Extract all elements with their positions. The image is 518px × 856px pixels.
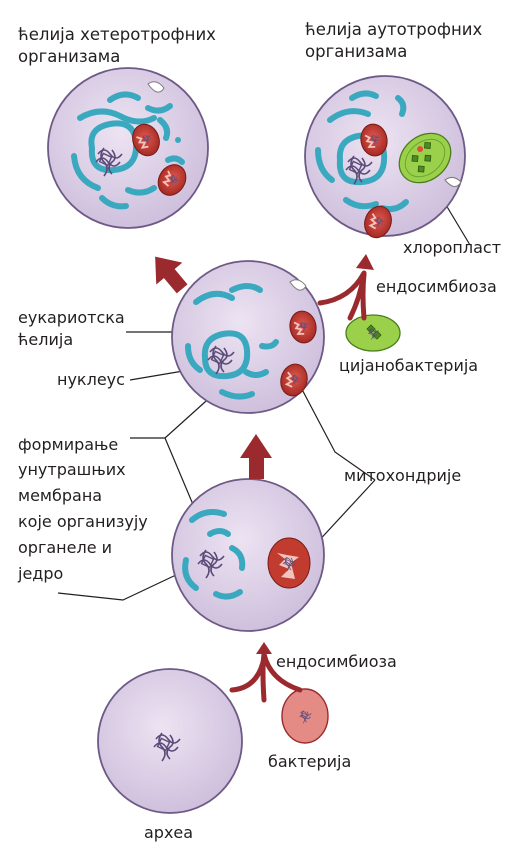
label-cyanobacteria: цијанобактерија [339,356,479,375]
arrow-to-heterotroph [155,256,188,294]
proto-eukaryotic-cell [171,478,325,632]
endosymbiosis-arrowhead-top [356,254,374,270]
label-membranes-line3: мембрана [18,486,103,505]
membrane-network-heterotroph [71,91,185,210]
eukaryotic-cell [171,260,325,414]
label-membranes-line5: органеле и [18,538,113,557]
label-mitochondria: митохондрије [344,466,462,485]
label-membranes-line4: које организују [18,512,148,531]
title-heterotrophic-line1: ћелија хетеротрофних [18,25,216,44]
label-eukaryotic-line1: еукариотска [18,308,125,327]
heterotroph-cell [47,67,209,229]
leader-membranes-bottom [57,565,196,601]
membrane-network-eukaryotic [185,283,279,400]
title-heterotrophic-line2: организама [18,47,121,66]
title-autotrophic-line2: организама [305,42,408,61]
leader-membranes-upper [130,392,216,439]
endosymbiosis-arrow-top [317,270,367,321]
autotroph-cell [304,75,466,241]
arrows [155,256,272,479]
membrane-network-proto [182,509,246,600]
leader-mitochondria [295,377,376,481]
label-endosymbiosis-bottom: ендосимбиоза [276,652,397,671]
cyanobacterium [345,314,401,352]
label-membranes-line1: формирање [18,435,119,454]
label-membranes-line2: унутрашњих [18,460,126,479]
label-endosymbiosis-top: ендосимбиоза [376,277,497,296]
endosymbiosis-arrowhead-bottom [256,642,272,654]
archaea-cell [97,668,243,814]
label-membranes-line6: једро [18,564,64,583]
label-bacteria: бактерија [268,752,352,771]
endosymbiosis-arrow-bottom [229,651,303,703]
arrow-up-lower [240,434,272,479]
engulfed-bacterium [267,537,311,589]
title-autotrophic-line1: ћелија аутотрофних [305,20,483,39]
membrane-network-autotroph [315,90,409,213]
label-archaea: археа [144,823,194,842]
leader-lines [57,169,471,601]
bacterium [281,688,329,744]
label-nucleus: нуклеус [57,370,125,389]
label-chloroplast: хлоропласт [403,238,502,257]
label-eukaryotic-line2: ћелија [18,330,74,349]
